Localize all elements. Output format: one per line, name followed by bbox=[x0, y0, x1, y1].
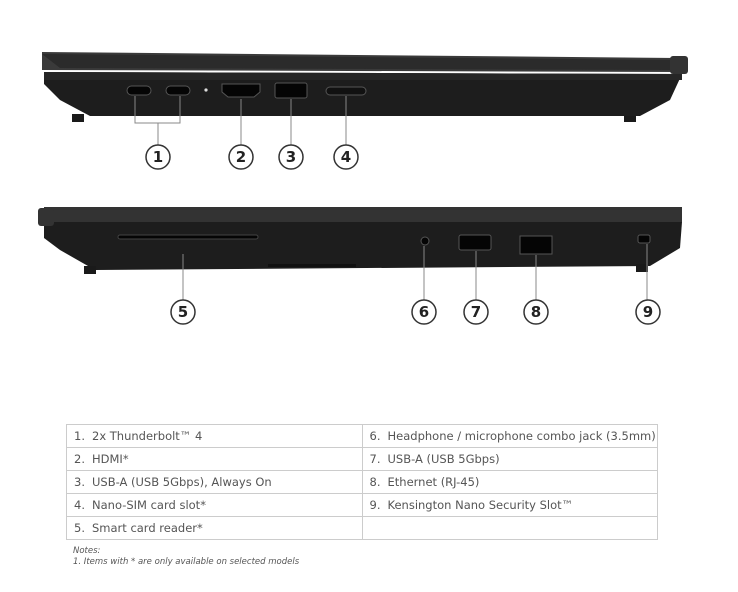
port-label: Smart card reader* bbox=[92, 521, 203, 535]
callout-5: 5 bbox=[170, 299, 196, 325]
nano-sim-slot bbox=[325, 86, 367, 96]
table-row: 2.HDMI* 7.USB-A (USB 5Gbps) bbox=[66, 447, 658, 471]
callout-number: 1 bbox=[153, 148, 163, 166]
callout-number: 9 bbox=[643, 303, 653, 321]
laptop-side-views: 1 2 3 4 5 6 7 8 9 bbox=[38, 52, 688, 325]
callout-number: 3 bbox=[286, 148, 296, 166]
hdmi-port bbox=[221, 83, 261, 98]
callout-9: 9 bbox=[635, 299, 661, 325]
port-label: Kensington Nano Security Slot™ bbox=[387, 498, 574, 512]
laptop-left-side bbox=[42, 52, 688, 145]
led-icon bbox=[204, 88, 208, 92]
note-item: 1. Items with * are only available on se… bbox=[73, 557, 300, 567]
thunderbolt-port-1 bbox=[126, 85, 152, 96]
kensington-slot bbox=[637, 234, 651, 244]
callouts: 1 2 3 4 5 6 7 8 9 bbox=[145, 144, 661, 325]
hinge-icon bbox=[670, 56, 688, 74]
callout-3: 3 bbox=[278, 144, 304, 170]
port-label: HDMI* bbox=[92, 452, 129, 466]
table-row: 5.Smart card reader* bbox=[66, 516, 658, 540]
hinge-icon bbox=[38, 208, 54, 226]
thunderbolt-port-2 bbox=[165, 85, 191, 96]
callout-6: 6 bbox=[411, 299, 437, 325]
port-label: USB-A (USB 5Gbps), Always On bbox=[92, 475, 272, 489]
callout-number: 6 bbox=[419, 303, 429, 321]
callout-7: 7 bbox=[463, 299, 489, 325]
port-label: 2x Thunderbolt™ 4 bbox=[92, 429, 203, 443]
port-label: Ethernet (RJ-45) bbox=[387, 475, 480, 489]
callout-number: 7 bbox=[471, 303, 481, 321]
notes: Notes: 1. Items with * are only availabl… bbox=[73, 546, 299, 568]
callout-2: 2 bbox=[228, 144, 254, 170]
table-row: 1.2x Thunderbolt™ 4 6.Headphone / microp… bbox=[66, 424, 658, 448]
usb-a-port bbox=[274, 82, 308, 99]
callout-number: 8 bbox=[531, 303, 541, 321]
callout-number: 5 bbox=[178, 303, 188, 321]
port-label: USB-A (USB 5Gbps) bbox=[387, 452, 500, 466]
audio-jack bbox=[420, 236, 430, 246]
notes-title: Notes: bbox=[73, 546, 101, 556]
laptop-right-side bbox=[38, 207, 682, 300]
callout-8: 8 bbox=[523, 299, 549, 325]
callout-number: 4 bbox=[341, 148, 351, 166]
port-label: Headphone / microphone combo jack (3.5mm… bbox=[387, 429, 656, 443]
table-row: 3.USB-A (USB 5Gbps), Always On 8.Etherne… bbox=[66, 470, 658, 494]
callout-1: 1 bbox=[145, 144, 171, 170]
port-label: Nano-SIM card slot* bbox=[92, 498, 206, 512]
callout-4: 4 bbox=[333, 144, 359, 170]
smart-card-slot bbox=[117, 234, 259, 240]
usb-a-port bbox=[458, 234, 492, 251]
table-row: 4.Nano-SIM card slot* 9.Kensington Nano … bbox=[66, 493, 658, 517]
ethernet-port bbox=[519, 235, 553, 255]
callout-number: 2 bbox=[236, 148, 246, 166]
ports-table: 1.2x Thunderbolt™ 4 6.Headphone / microp… bbox=[66, 424, 658, 540]
